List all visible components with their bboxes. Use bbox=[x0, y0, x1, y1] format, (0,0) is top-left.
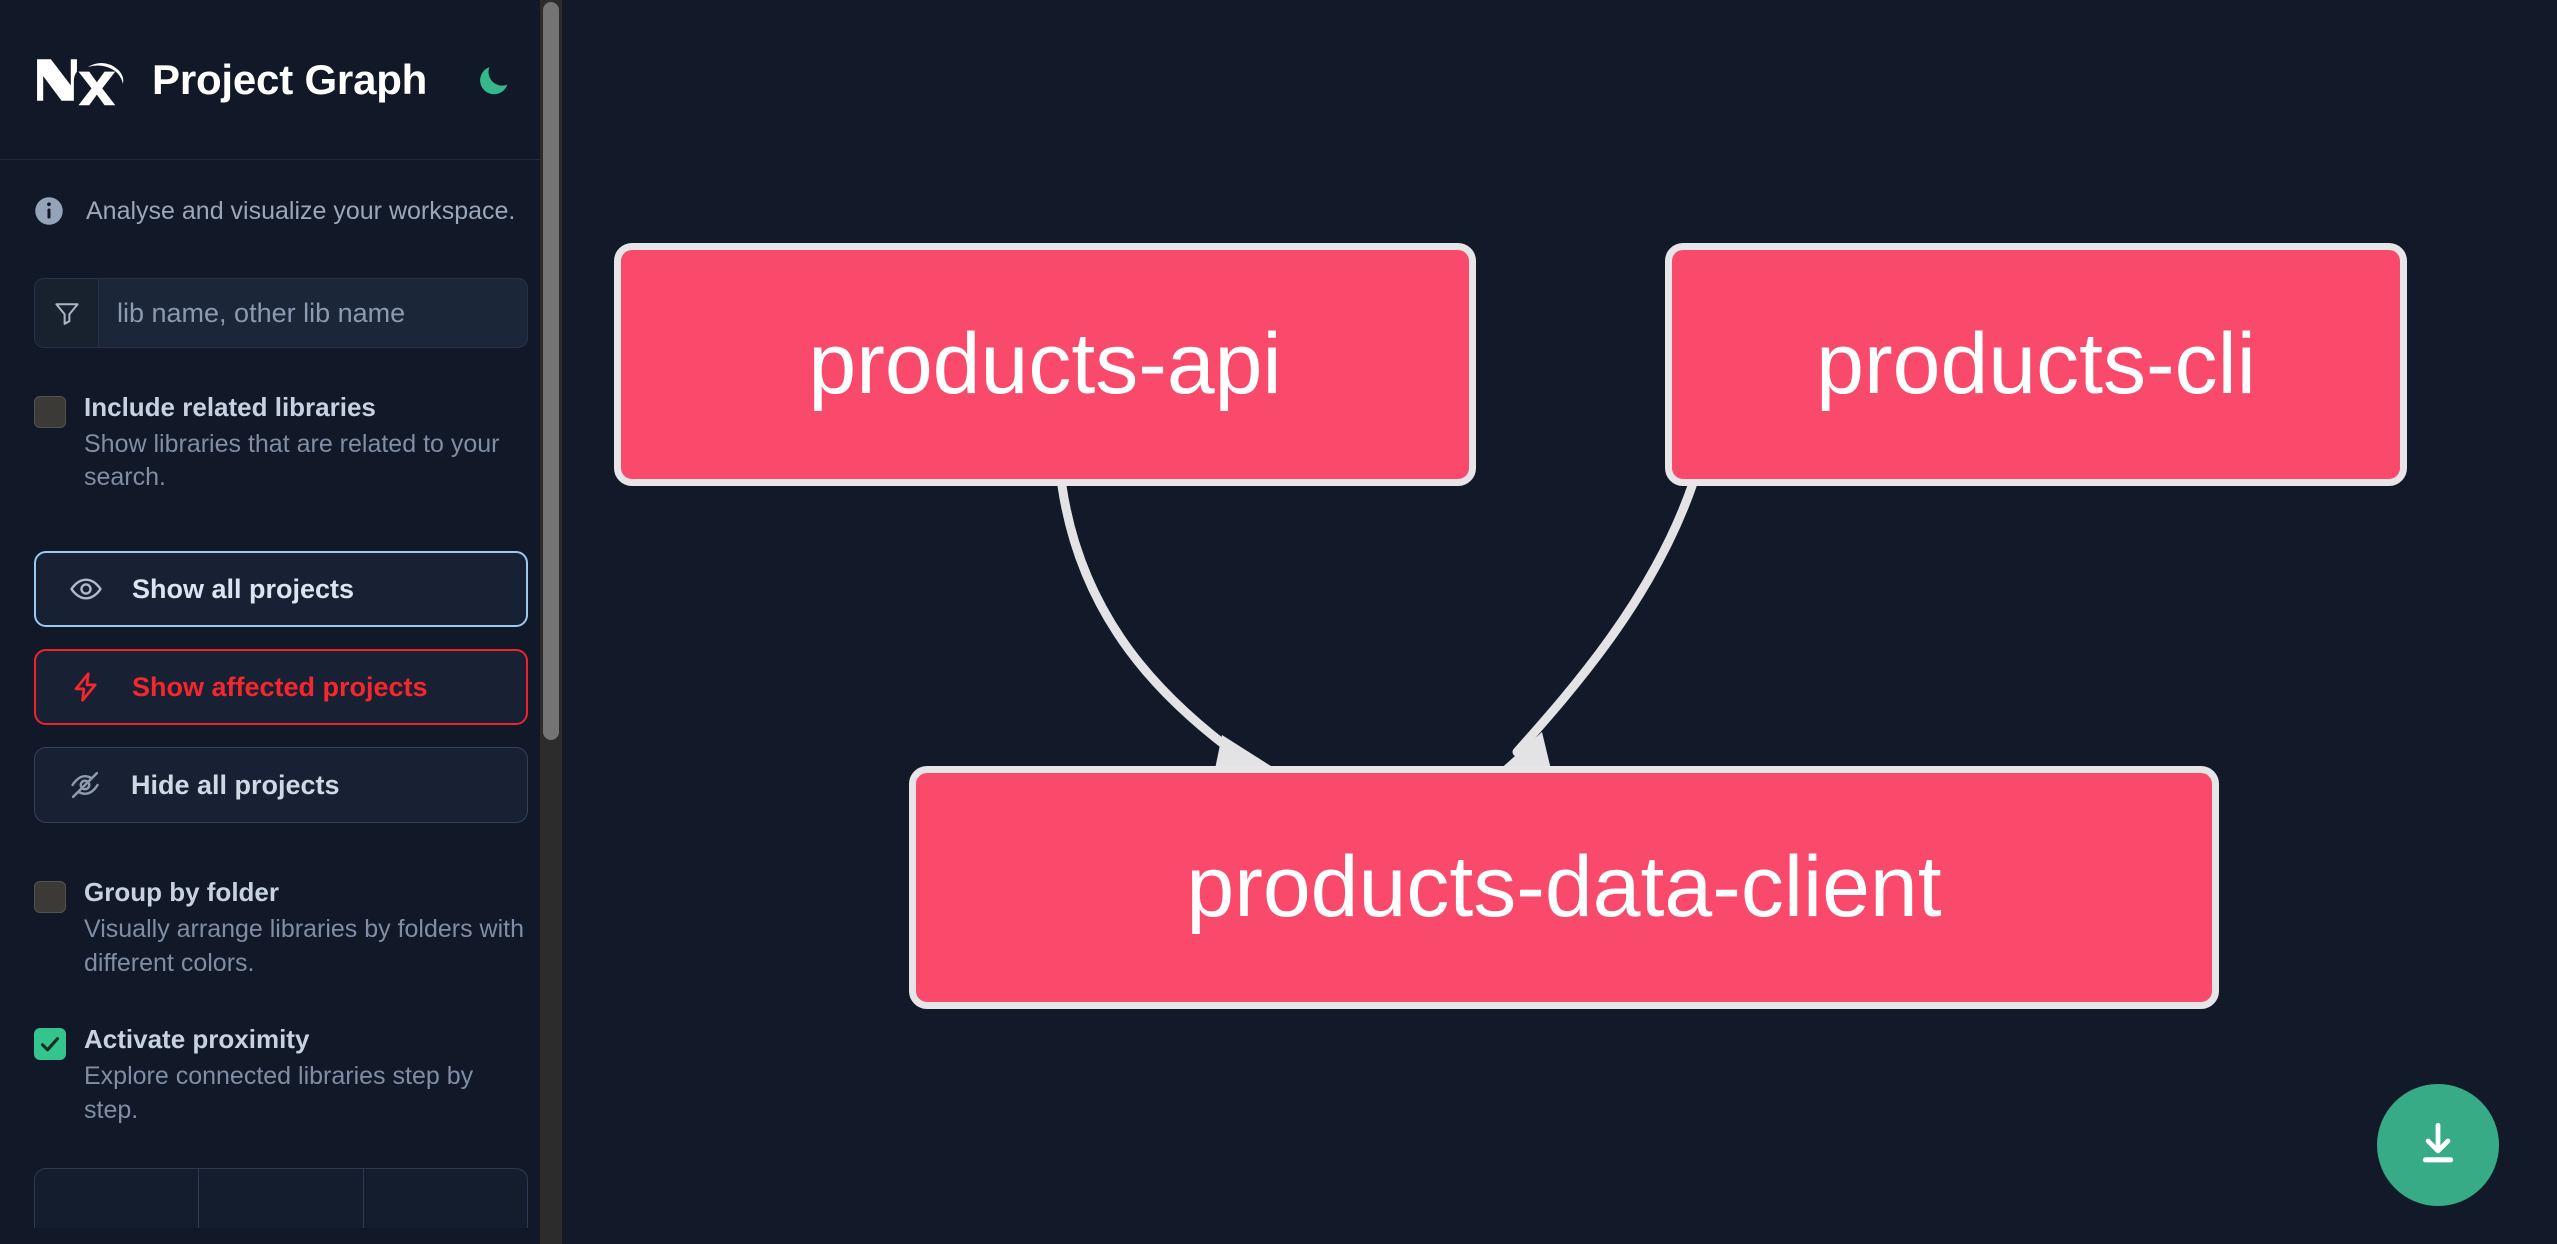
button-label: Hide all projects bbox=[131, 769, 340, 800]
sidebar-scrollbar-thumb[interactable] bbox=[543, 2, 559, 740]
checkbox-description: Explore connected libraries step by step… bbox=[84, 1062, 474, 1124]
graph-node-products-api[interactable]: products-api bbox=[614, 243, 1476, 486]
segment-1[interactable] bbox=[35, 1168, 200, 1228]
node-label: products-cli bbox=[1816, 316, 2256, 412]
segment-2[interactable] bbox=[199, 1168, 364, 1228]
eye-icon bbox=[66, 569, 106, 609]
filter-funnel-icon bbox=[35, 279, 99, 347]
check-icon bbox=[40, 1037, 60, 1052]
segment-3[interactable] bbox=[364, 1169, 527, 1228]
nx-logo-icon bbox=[34, 51, 126, 109]
graph-node-products-data-client[interactable]: products-data-client bbox=[909, 766, 2219, 1009]
sidebar-header: Project Graph bbox=[0, 0, 562, 160]
checkbox-group-by-folder[interactable] bbox=[34, 881, 66, 914]
workspace-tagline: Analyse and visualize your workspace. bbox=[0, 160, 562, 226]
search-input[interactable] bbox=[99, 279, 527, 347]
sidebar: Project Graph Analyse and visualize yo bbox=[0, 0, 562, 1244]
graph-canvas[interactable]: products-api products-cli products-data-… bbox=[562, 0, 2557, 1244]
segmented-control-partial[interactable] bbox=[34, 1167, 528, 1228]
hide-all-projects-button[interactable]: Hide all projects bbox=[34, 747, 528, 824]
download-icon bbox=[2412, 1118, 2464, 1173]
checkbox-description: Visually arrange libraries by folders wi… bbox=[84, 914, 525, 977]
edge-products-cli-to-products-data-client bbox=[1497, 481, 1697, 782]
node-label: products-data-client bbox=[1186, 839, 1942, 935]
show-affected-projects-button[interactable]: Show affected projects bbox=[34, 649, 528, 726]
eye-off-icon bbox=[65, 765, 105, 805]
tagline-text: Analyse and visualize your workspace. bbox=[86, 196, 516, 225]
moon-icon[interactable] bbox=[471, 57, 517, 103]
checkbox-include-related-libraries[interactable] bbox=[34, 396, 66, 428]
checkbox-activate-proximity[interactable] bbox=[34, 1028, 66, 1061]
button-label: Show affected projects bbox=[132, 671, 428, 702]
info-icon bbox=[34, 196, 64, 226]
checkbox-row-group-by-folder[interactable]: Group by folder Visually arrange librari… bbox=[34, 877, 528, 980]
search-field-wrapper[interactable] bbox=[34, 278, 528, 348]
page-title: Project Graph bbox=[152, 55, 428, 103]
checkbox-row-activate-proximity[interactable]: Activate proximity Explore connected lib… bbox=[34, 1024, 528, 1127]
checkbox-label: Group by folder bbox=[84, 877, 279, 908]
button-label: Show all projects bbox=[132, 573, 355, 604]
sidebar-scrollbar-track[interactable] bbox=[540, 0, 562, 1244]
checkbox-label: Include related libraries bbox=[84, 392, 376, 422]
edge-products-api-to-products-data-client bbox=[1057, 481, 1274, 774]
lightning-bolt-icon bbox=[66, 667, 106, 707]
show-all-projects-button[interactable]: Show all projects bbox=[34, 551, 528, 628]
checkbox-label: Activate proximity bbox=[84, 1024, 310, 1055]
graph-edges bbox=[1057, 481, 1697, 782]
download-graph-button[interactable] bbox=[2377, 1084, 2499, 1206]
graph-node-products-cli[interactable]: products-cli bbox=[1665, 243, 2407, 486]
checkbox-description: Show libraries that are related to your … bbox=[84, 429, 500, 492]
node-label: products-api bbox=[808, 316, 1282, 412]
checkbox-row-include-related-libraries[interactable]: Include related libraries Show libraries… bbox=[34, 392, 528, 495]
